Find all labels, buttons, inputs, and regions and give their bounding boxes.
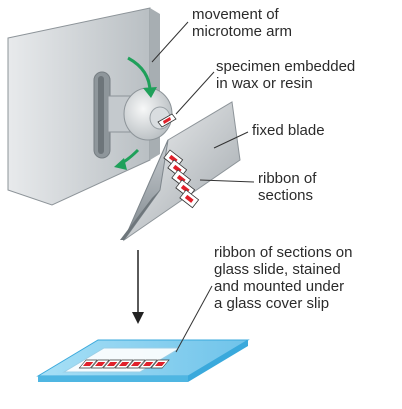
leader-arm <box>151 21 189 63</box>
rotation-arrow-top <box>127 56 157 98</box>
leader-blade <box>213 131 249 149</box>
leader-specimen <box>175 71 215 115</box>
slide-section <box>102 359 122 369</box>
slide-section <box>138 359 158 369</box>
specimen-holder <box>107 87 177 141</box>
rotation-arrow-bottom <box>114 148 140 170</box>
slide-sections <box>78 359 170 369</box>
label-slide: ribbon of sections on glass slide, stain… <box>214 244 353 312</box>
label-microtome-arm: movement of microtome arm <box>192 6 293 40</box>
ribbon-section <box>179 189 200 209</box>
slide-section <box>114 359 134 369</box>
slide-section <box>150 359 170 369</box>
leader-ribbon <box>199 179 255 183</box>
label-specimen: specimen embedded in wax or resin <box>216 58 356 92</box>
slide-section <box>78 359 98 369</box>
label-ribbon-of-sections: ribbon of sections <box>258 170 317 204</box>
slide-section <box>90 359 110 369</box>
label-fixed-blade: fixed blade <box>252 122 325 139</box>
leader-slide <box>175 285 213 353</box>
ribbon-sections <box>163 149 200 209</box>
leader-lines <box>151 21 255 353</box>
microtome-arm <box>7 7 160 206</box>
slide-section <box>126 359 146 369</box>
